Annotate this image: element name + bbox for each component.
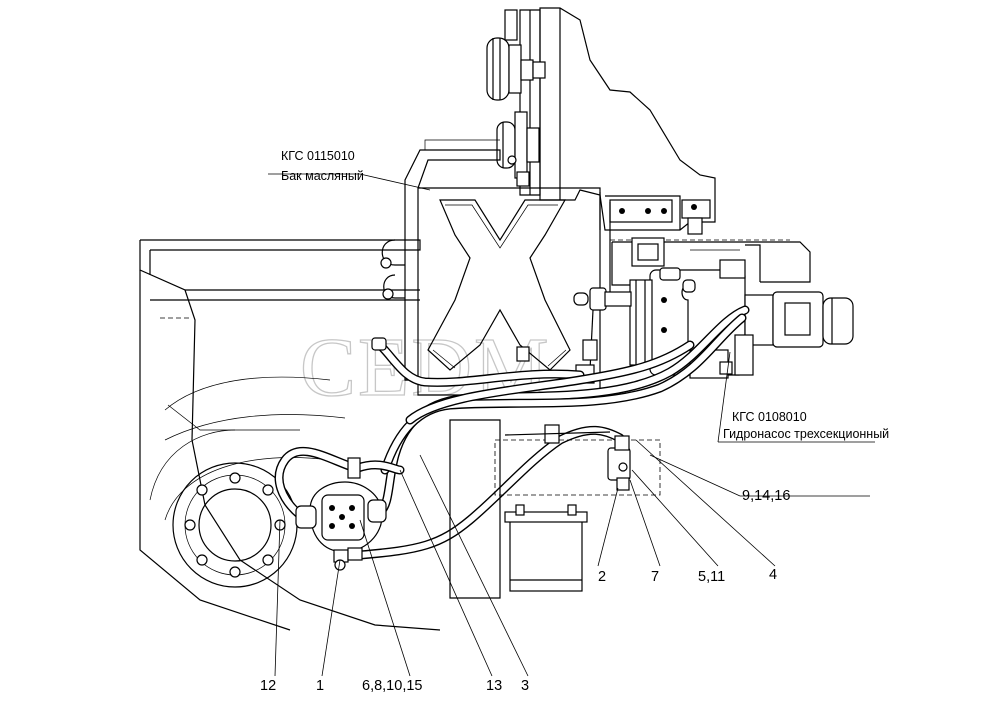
leader-lines — [268, 173, 875, 677]
tank-name-label: Бак масляный — [281, 169, 364, 183]
frame-outline — [139, 239, 441, 631]
position-label-4: 4 — [769, 567, 777, 583]
hose-suction — [274, 446, 405, 520]
pump-code-label: КГС 0108010 — [732, 410, 807, 424]
pump-fittings — [516, 287, 632, 384]
position-label-7: 7 — [651, 569, 659, 585]
position-label-9-14-16: 9,14,16 — [742, 488, 790, 504]
pump-name-label: Гидронасос трехсекционный — [723, 427, 889, 441]
mount-bracket — [449, 419, 661, 599]
position-label-12: 12 — [260, 678, 276, 694]
gear-pump — [295, 481, 387, 571]
tank-code-label: КГС 0115010 — [281, 149, 355, 163]
position-label-13: 13 — [486, 678, 502, 694]
hydraulic-pump — [629, 259, 854, 379]
valve-block — [607, 435, 631, 491]
position-label-2: 2 — [598, 569, 606, 585]
hose-return — [371, 337, 585, 387]
position-label-6-8-10-15: 6,8,10,15 — [362, 678, 422, 694]
wheel-hub — [149, 429, 298, 588]
frame-rail-right — [610, 237, 811, 286]
position-label-5-11: 5,11 — [698, 569, 725, 585]
hose-tank-pump — [405, 340, 695, 425]
position-label-1: 1 — [316, 678, 324, 694]
position-label-3: 3 — [521, 678, 529, 694]
pulley-upper — [486, 9, 546, 101]
pulley-lower — [496, 111, 540, 187]
hose-drain — [355, 425, 625, 560]
